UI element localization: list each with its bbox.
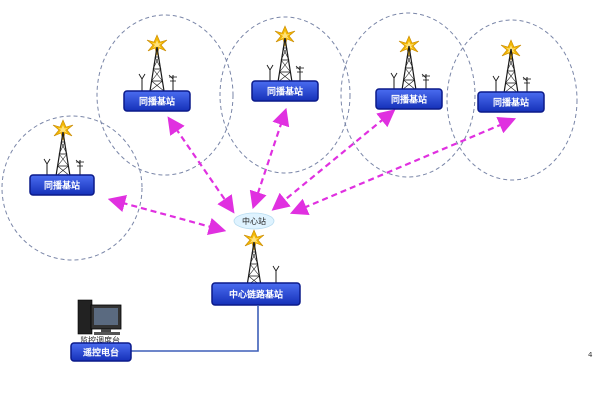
- sync-station-3: 同播基站: [251, 25, 319, 102]
- antenna-icon: [390, 72, 398, 91]
- antenna-icon: [266, 64, 274, 83]
- coverage-area-4: [340, 12, 476, 178]
- link-arrow-3: [249, 107, 290, 210]
- wired-link: [130, 305, 259, 352]
- signal-icon: [146, 34, 168, 56]
- antenna-icon: [421, 73, 431, 91]
- station-box: [29, 174, 95, 196]
- console-caption: 监控调度台: [80, 335, 120, 345]
- antenna-icon: [138, 73, 146, 92]
- station-label: 同播基站: [391, 94, 427, 106]
- station-box: [251, 80, 319, 102]
- antenna-icon: [43, 158, 51, 177]
- sync-station-5: 同播基站: [477, 39, 545, 113]
- station-box: [123, 90, 191, 112]
- station-label: 同播基站: [493, 97, 529, 109]
- center-cloud: [233, 212, 275, 230]
- console-label: 遥控电台: [83, 347, 119, 359]
- link-arrow-1: [107, 194, 227, 236]
- station-label: 同播基站: [139, 96, 175, 108]
- sync-station-4: 同播基站: [375, 35, 443, 110]
- center-station: 中心站 中心链路基站: [211, 212, 301, 306]
- station-box: [477, 91, 545, 113]
- link-arrow-4: [271, 109, 396, 211]
- antenna-icon: [75, 159, 85, 177]
- link-arrow-2: [167, 116, 235, 214]
- antenna-icon: [295, 65, 305, 83]
- antenna-icon: [492, 75, 500, 94]
- signal-icon: [52, 119, 74, 141]
- computer-icon: [77, 299, 122, 335]
- signal-icon: [243, 229, 265, 251]
- antenna-icon: [522, 76, 532, 94]
- coverage-area-2: [96, 14, 234, 176]
- antenna-icon: [272, 265, 280, 284]
- antenna-icon: [168, 74, 178, 92]
- station-label: 同播基站: [44, 180, 80, 192]
- sync-station-2: 同播基站: [123, 34, 191, 112]
- center-cloud-label: 中心站: [242, 216, 266, 226]
- signal-icon: [274, 25, 296, 47]
- station-box: [375, 88, 443, 110]
- console-box: [70, 342, 132, 362]
- station-label: 同播基站: [267, 86, 303, 98]
- radio-links: [107, 107, 517, 236]
- control-console: 监控调度台 遥控电台: [70, 299, 132, 362]
- center-station-label: 中心链路基站: [229, 289, 283, 301]
- coverage-area-1: [1, 115, 143, 261]
- center-station-box: [211, 282, 301, 306]
- coverage-areas: [1, 12, 578, 261]
- sync-station-1: 同播基站: [29, 119, 95, 196]
- page-mark: 4: [588, 351, 593, 359]
